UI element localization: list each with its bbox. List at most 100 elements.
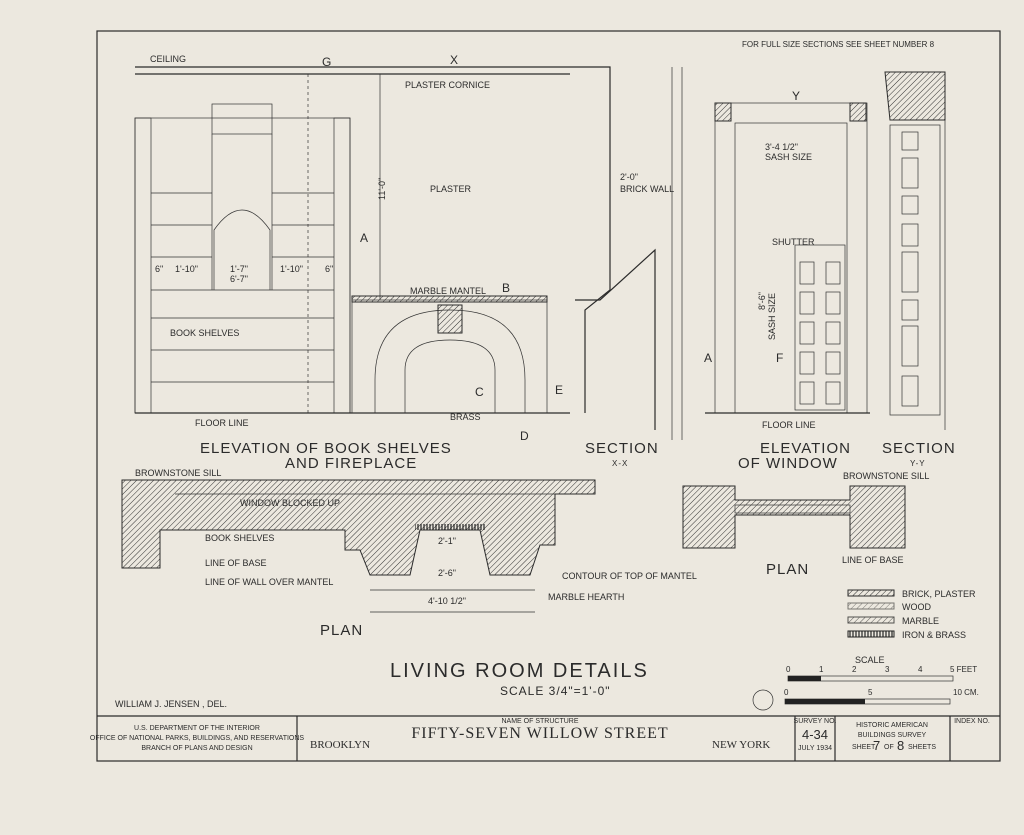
label-line-of-base: LINE OF BASE [205,558,267,568]
material-legend: BRICK, PLASTER WOOD MARBLE IRON & BRASS [847,589,976,640]
svg-text:F: F [776,351,783,365]
svg-text:SHEETS: SHEETS [908,744,936,751]
dim-sash-width: 3'-4 1/2" [765,142,798,152]
label-plan-sill: BROWNSTONE SILL [135,468,221,478]
title-block: U.S. DEPARTMENT OF THE INTERIOR OFFICE O… [90,715,1000,761]
label-plan-book-shelves: BOOK SHELVES [205,533,274,543]
svg-text:1'-10": 1'-10" [280,264,303,274]
label-contour: CONTOUR OF TOP OF MANTEL [562,571,697,581]
svg-text:OF WINDOW: OF WINDOW [738,455,838,472]
svg-text:C: C [475,385,484,399]
legend-marble: MARBLE [902,616,939,626]
svg-text:X-X: X-X [612,459,628,468]
svg-text:A: A [704,351,712,365]
svg-text:6": 6" [155,264,163,274]
svg-text:1'-7": 1'-7" [230,264,248,274]
graphic-scale: SCALE 0 1 2 3 4 5 FEET 0 5 10 CM. [752,655,979,711]
legend-iron-brass: IRON & BRASS [902,630,966,640]
svg-text:10 CM.: 10 CM. [953,688,979,697]
svg-text:NAME OF STRUCTURE: NAME OF STRUCTURE [502,718,579,725]
svg-text:SHEET: SHEET [852,744,876,751]
svg-text:4: 4 [918,665,923,674]
survey-date: JULY 1934 [798,745,832,752]
svg-text:0: 0 [786,665,791,674]
dim-width: 6'-7" [230,274,248,284]
svg-text:SURVEY NO.: SURVEY NO. [794,718,837,725]
label-window-floor-line: FLOOR LINE [762,420,816,430]
view-captions: ELEVATION OF BOOK SHELVES AND FIREPLACE … [200,440,956,639]
label-brass: BRASS [450,412,481,422]
dim-plan-3: 4'-10 1/2" [428,596,466,606]
label-wall-dim: 2'-0" [620,172,638,182]
svg-text:OFFICE OF NATIONAL PARKS, BUIL: OFFICE OF NATIONAL PARKS, BUILDINGS, AND… [90,735,305,742]
label-window-blocked: WINDOW BLOCKED UP [240,498,340,508]
svg-text:PLAN: PLAN [320,622,363,639]
elevation-window: 3'-4 1/2" SASH SIZE SHUTTER 8'-6" SASH S… [704,71,946,430]
label-plaster-cornice: PLASTER CORNICE [405,80,490,90]
svg-text:AND FIREPLACE: AND FIREPLACE [285,455,417,472]
svg-text:SCALE: SCALE [855,655,885,665]
svg-text:Y-Y: Y-Y [910,459,926,468]
dim-height: 11'-0" [377,178,387,200]
svg-text:1: 1 [819,665,824,674]
sheet-border [96,30,1001,762]
dim-plan-1: 2'-1" [438,536,456,546]
svg-text:A: A [360,231,368,245]
city: BROOKLYN [310,739,370,751]
svg-text:3: 3 [885,665,890,674]
label-plan-right-sill: BROWNSTONE SILL [843,471,929,481]
svg-text:ELEVATION OF BOOK SHELVES: ELEVATION OF BOOK SHELVES [200,440,452,457]
label-plan-right-base: LINE OF BASE [842,555,904,565]
label-brick-wall: BRICK WALL [620,184,674,194]
label-book-shelves: BOOK SHELVES [170,328,239,338]
label-line-of-wall: LINE OF WALL OVER MANTEL [205,577,333,587]
delineator: WILLIAM J. JENSEN , DEL. [115,699,227,709]
svg-text:G: G [322,55,331,69]
svg-text:PLAN: PLAN [766,561,809,578]
plan-fireplace: BROWNSTONE SILL WINDOW BLOCKED UP BOOK S… [121,468,697,613]
svg-text:INDEX NO.: INDEX NO. [954,718,990,725]
legend-brick-plaster: BRICK, PLASTER [902,589,976,599]
svg-text:6": 6" [325,264,333,274]
note-full-size-sections: FOR FULL SIZE SECTIONS SEE SHEET NUMBER … [742,40,935,49]
svg-text:U.S. DEPARTMENT OF THE INTERIO: U.S. DEPARTMENT OF THE INTERIOR [134,725,260,732]
label-plaster: PLASTER [430,184,472,194]
window-section-marks: Y A F [704,89,800,365]
label-marble-hearth: MARBLE HEARTH [548,592,624,602]
dim-plan-2: 2'-6" [438,568,456,578]
habs-seal [752,689,774,711]
svg-text:E: E [555,383,563,397]
svg-text:7: 7 [873,738,880,753]
sheet-scale: SCALE 3/4"=1'-0" [500,684,611,698]
svg-text:SECTION: SECTION [585,440,659,457]
svg-text:1'-10": 1'-10" [175,264,198,274]
survey-number: 4-34 [802,727,828,742]
svg-text:SECTION: SECTION [882,440,956,457]
svg-text:Y: Y [792,89,800,103]
svg-text:2: 2 [852,665,857,674]
structure-name: FIFTY-SEVEN WILLOW STREET [411,725,668,742]
label-sash-size: SASH SIZE [765,152,812,162]
svg-text:BRANCH OF PLANS AND DESIGN: BRANCH OF PLANS AND DESIGN [141,745,252,752]
svg-text:8: 8 [897,738,904,753]
section-marks: G X A B C D E [322,53,563,443]
label-floor-line: FLOOR LINE [195,418,249,428]
svg-text:ELEVATION: ELEVATION [760,440,851,457]
dim-sash-height: 8'-6" [757,292,767,310]
sheet-number: SHEET 7 OF 8 SHEETS [852,738,936,753]
svg-text:5: 5 [868,688,873,697]
label-marble-mantel: MARBLE MANTEL [410,286,486,296]
state: NEW YORK [712,739,770,751]
svg-text:BUILDINGS SURVEY: BUILDINGS SURVEY [858,732,927,739]
label-sash-size-vertical: SASH SIZE [767,293,777,340]
shelf-dimensions: 6" 1'-10" 1'-7" 1'-10" 6" [155,264,333,274]
svg-text:B: B [502,281,510,295]
elevation-bookshelves: CEILING PLASTER CORNICE PLASTER 2'-0" BR… [134,53,683,443]
label-ceiling: CEILING [150,54,186,64]
svg-text:0: 0 [784,688,789,697]
legend-wood: WOOD [902,602,931,612]
svg-text:X: X [450,53,458,67]
label-shutter: SHUTTER [772,237,815,247]
sheet-title: LIVING ROOM DETAILS [390,660,649,682]
